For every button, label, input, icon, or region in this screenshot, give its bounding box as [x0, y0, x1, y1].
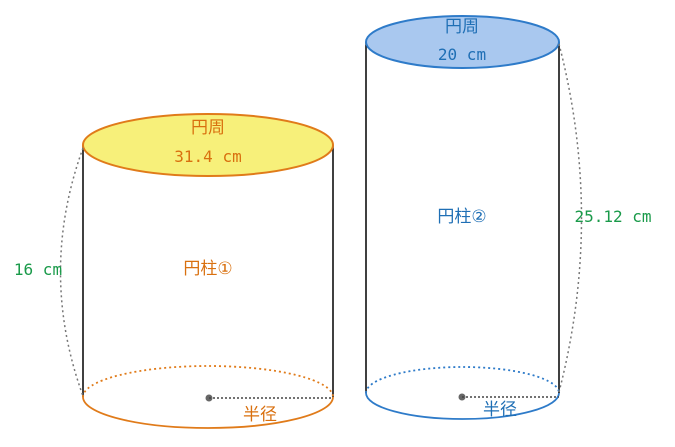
cylinder-2-bottom-front-arc: [365, 392, 560, 420]
cylinder-2-height: 25.12 cm: [574, 207, 651, 226]
cylinder-1-radius-label: 半径: [243, 405, 277, 425]
cylinder-1-name: 円柱①: [183, 259, 232, 279]
cylinder-2-name: 円柱②: [437, 207, 486, 227]
cylinder-2-height-curve: [558, 43, 583, 393]
cylinder-2-circumference: 20 cm: [438, 45, 486, 64]
cylinder-2: 円周 20 cm 円柱② 半径 25.12 cm: [365, 15, 652, 420]
cylinder-1-bottom-front-arc: [82, 396, 334, 429]
cylinder-2-bottom-back-arc: [365, 366, 560, 394]
cylinder-1-height-curve: [59, 147, 84, 397]
cylinder-2-top-label: 円周: [445, 17, 479, 37]
cylinder-1-bottom-back-arc: [82, 365, 334, 398]
cylinder-1-top-label: 円周: [191, 118, 225, 138]
cylinder-2-radius-label: 半径: [483, 400, 517, 420]
cylinder-1-top: [82, 113, 334, 177]
cylinder-2-top: [365, 15, 560, 69]
cylinder-1-circumference: 31.4 cm: [174, 147, 241, 166]
cylinder-1-height: 16 cm: [14, 260, 62, 279]
cylinder-1: 円周 31.4 cm 円柱① 半径 16 cm: [14, 113, 334, 429]
